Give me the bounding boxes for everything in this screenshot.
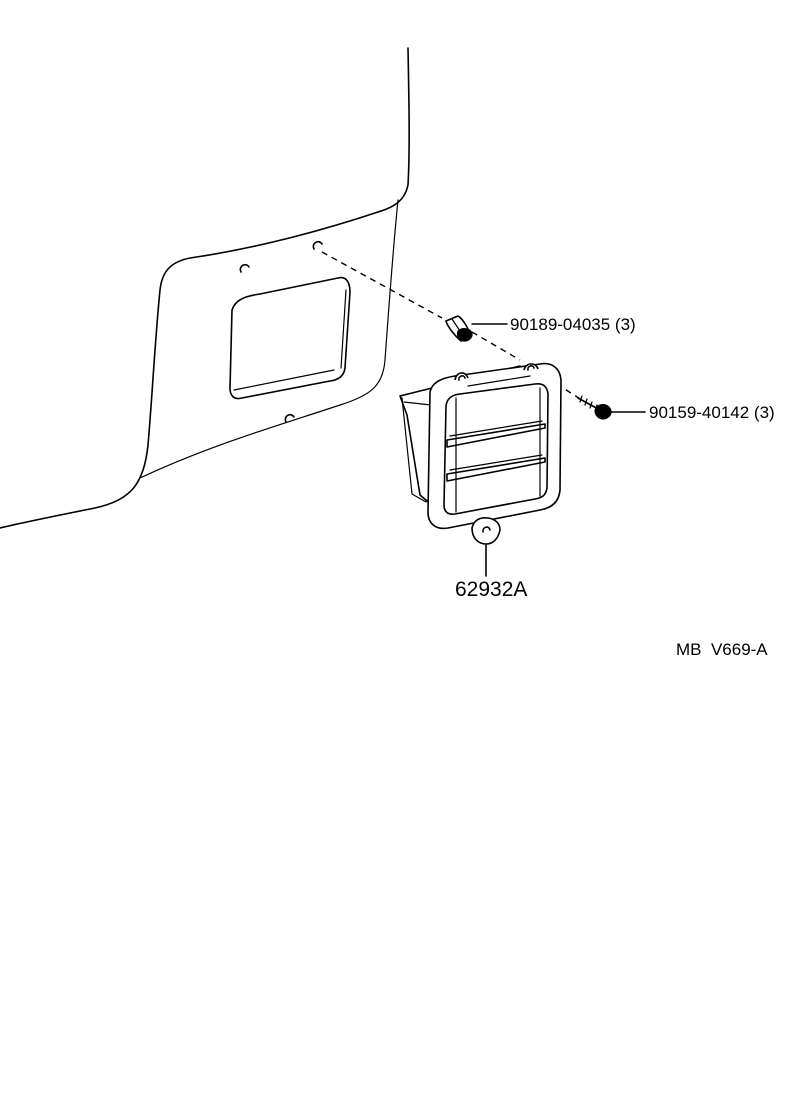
screw-icon — [445, 315, 473, 342]
panel-hole-3 — [284, 414, 295, 423]
body-panel — [0, 47, 410, 529]
panel-hole-2 — [312, 241, 323, 250]
screw-part-number: 90189-04035 (3) — [510, 315, 636, 334]
diagram-code: MB V669-A — [676, 640, 768, 659]
panel-opening — [229, 276, 351, 400]
tapping-screw-part-number: 90159-40142 (3) — [649, 403, 775, 422]
louver-assembly — [399, 362, 562, 545]
tapping-screw-icon — [577, 395, 612, 420]
louver-part-number: 62932A — [455, 578, 527, 601]
panel-hole-1 — [239, 264, 250, 273]
